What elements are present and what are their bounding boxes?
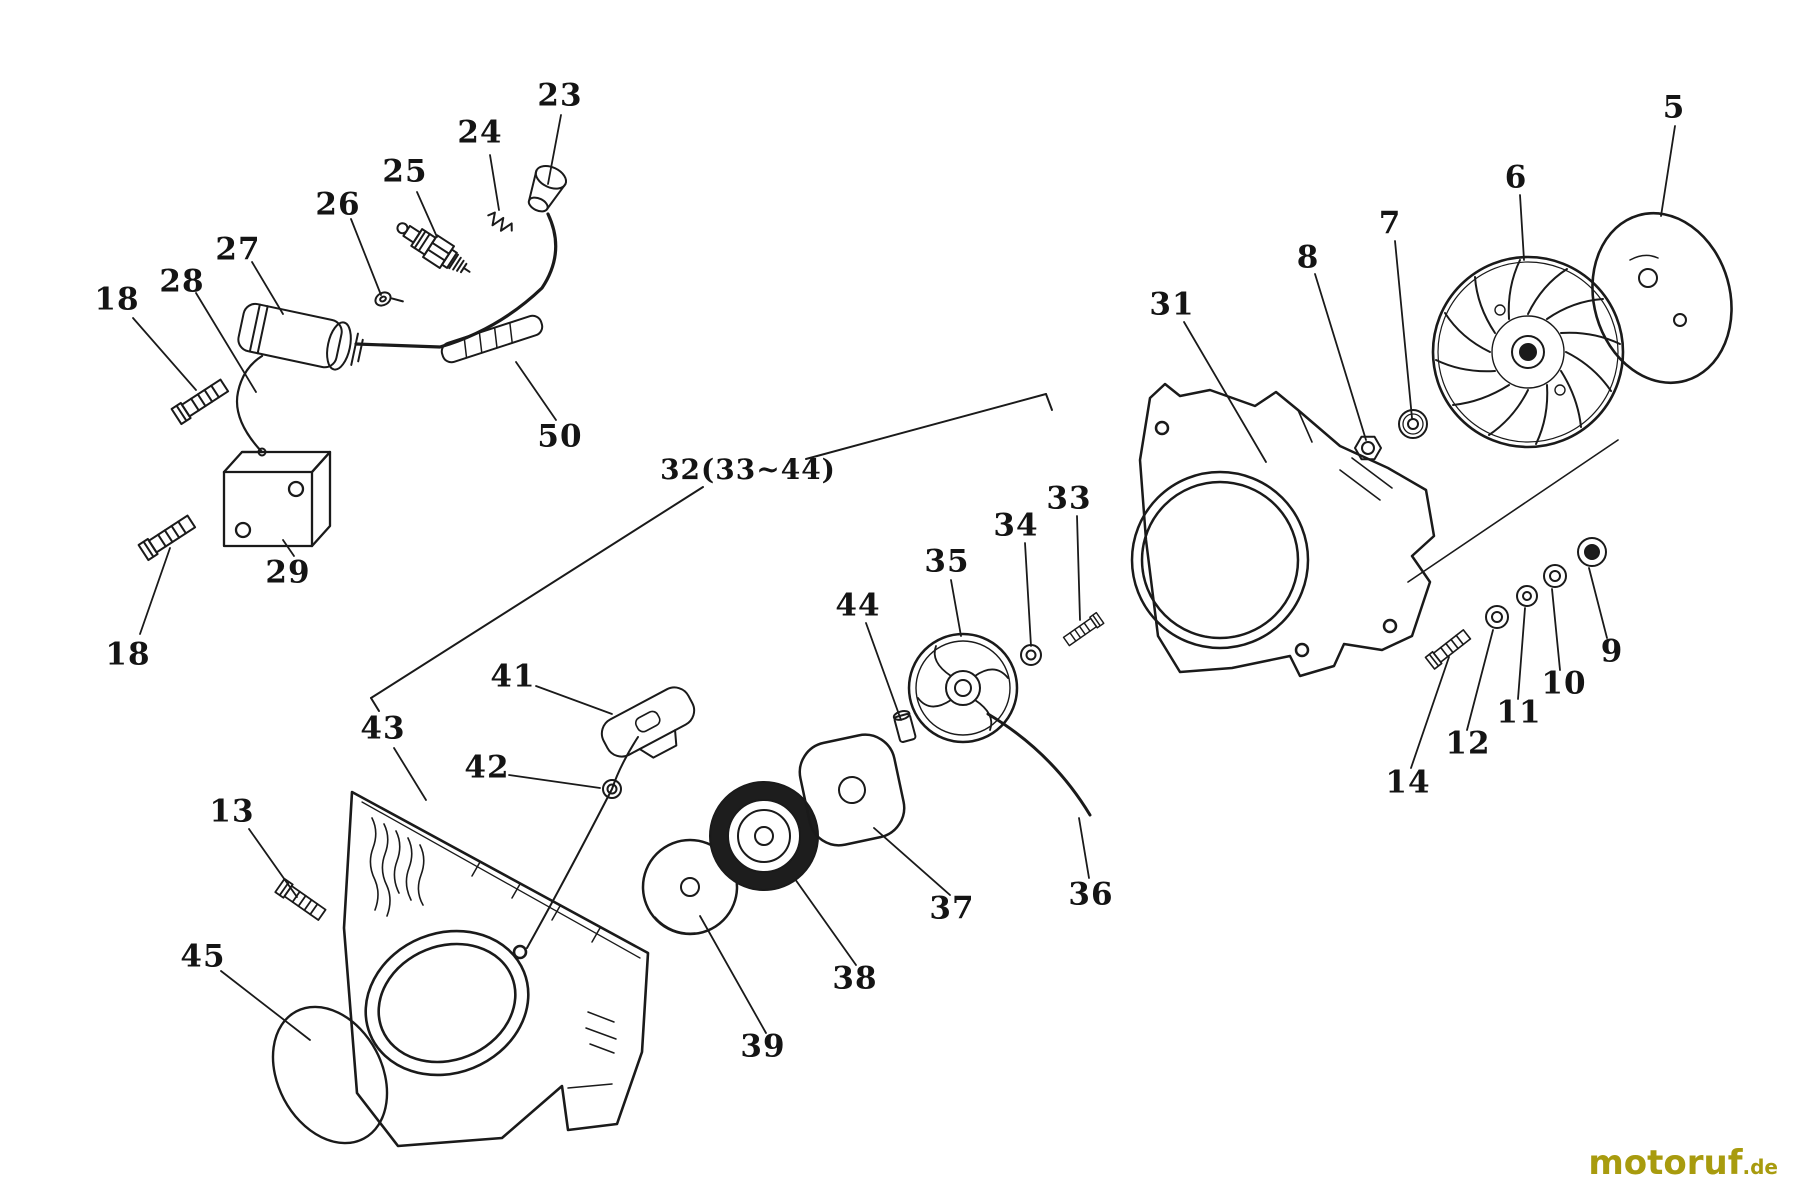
starter-ratchet-drawing xyxy=(907,632,1019,744)
callout-43: 43 xyxy=(360,710,406,747)
callout-50: 50 xyxy=(537,418,583,455)
starter-plate-drawing xyxy=(1591,211,1733,385)
terminal-spring-drawing xyxy=(487,211,513,232)
callout-5: 5 xyxy=(1662,89,1686,126)
ratchet-spring-wire-drawing xyxy=(986,712,1092,817)
ratchet-washer-drawing xyxy=(1020,644,1042,666)
collar-9-drawing xyxy=(1577,537,1607,567)
callout-8: 8 xyxy=(1296,239,1320,276)
callout-33: 33 xyxy=(1046,480,1092,517)
flywheel-drawing xyxy=(1431,255,1625,449)
ignition-coil-drawing xyxy=(237,302,364,371)
starter-handle-drawing xyxy=(600,686,696,759)
washer-12-drawing xyxy=(1485,605,1509,629)
callout-28: 28 xyxy=(159,263,205,300)
callout-7: 7 xyxy=(1378,205,1402,242)
pawl-pin-drawing xyxy=(892,710,917,743)
screw-13-drawing xyxy=(274,877,328,923)
watermark-tld-text: .de xyxy=(1742,1155,1778,1179)
flywheel-washer-drawing xyxy=(1398,409,1428,439)
callout-27: 27 xyxy=(215,231,261,268)
callout-18: 18 xyxy=(94,281,140,318)
callout-39: 39 xyxy=(740,1028,786,1065)
callout-10: 10 xyxy=(1541,665,1587,702)
ignition-wire-drawing xyxy=(236,354,267,457)
friction-washer-drawing xyxy=(641,838,739,936)
callout-34: 34 xyxy=(993,507,1039,544)
spark-plug-drawing xyxy=(396,222,471,274)
callout-18-b: 18 xyxy=(105,636,151,673)
callout-25: 25 xyxy=(382,153,428,190)
callout-44: 44 xyxy=(835,587,881,624)
starter-cover-drawing xyxy=(342,790,650,1148)
cover-gasket-drawing xyxy=(271,1005,389,1145)
watermark-brand-text: motoruf xyxy=(1588,1143,1743,1183)
screw-33-drawing xyxy=(1061,611,1105,648)
flywheel-nut-drawing xyxy=(1354,435,1382,461)
callout-26: 26 xyxy=(315,186,361,223)
callout-41: 41 xyxy=(490,658,536,695)
callout-45: 45 xyxy=(180,938,226,975)
leader-lines xyxy=(132,114,1676,1041)
callout-11: 11 xyxy=(1496,694,1542,731)
callout-13: 13 xyxy=(209,793,255,830)
ignition-module-drawing xyxy=(222,450,332,548)
callout-29: 29 xyxy=(265,554,311,591)
callout-group-32: 32(33~44) xyxy=(660,453,836,486)
callout-14: 14 xyxy=(1385,764,1431,801)
callout-24: 24 xyxy=(457,114,503,151)
callout-9: 9 xyxy=(1600,633,1624,670)
lead-clip-drawing xyxy=(374,291,404,307)
washer-11-drawing xyxy=(1516,585,1538,607)
watermark-logo: motoruf.de xyxy=(1588,1146,1778,1180)
assembly-axis-line xyxy=(1407,439,1619,583)
callout-42: 42 xyxy=(464,749,510,786)
screw-18a-drawing xyxy=(170,376,231,426)
callout-38: 38 xyxy=(832,960,878,997)
spring-case-drawing xyxy=(798,733,906,847)
screw-14-drawing xyxy=(1424,627,1473,670)
callout-36: 36 xyxy=(1068,876,1114,913)
plug-cap-drawing xyxy=(527,165,568,213)
lead-sleeve-drawing xyxy=(440,314,544,364)
callout-37: 37 xyxy=(929,890,975,927)
group-bracket-lines xyxy=(370,393,1053,712)
high-tension-lead-drawing xyxy=(354,212,558,349)
rope-pulley-drawing xyxy=(709,781,819,891)
washer-10-drawing xyxy=(1543,564,1567,588)
starter-rope-drawing xyxy=(526,736,639,949)
callout-12: 12 xyxy=(1445,725,1491,762)
callout-23: 23 xyxy=(537,77,583,114)
callout-6: 6 xyxy=(1504,159,1528,196)
fan-housing-drawing xyxy=(1130,382,1436,678)
rope-guide-grommet-drawing xyxy=(602,779,622,799)
callout-35: 35 xyxy=(924,543,970,580)
callout-31: 31 xyxy=(1149,286,1195,323)
